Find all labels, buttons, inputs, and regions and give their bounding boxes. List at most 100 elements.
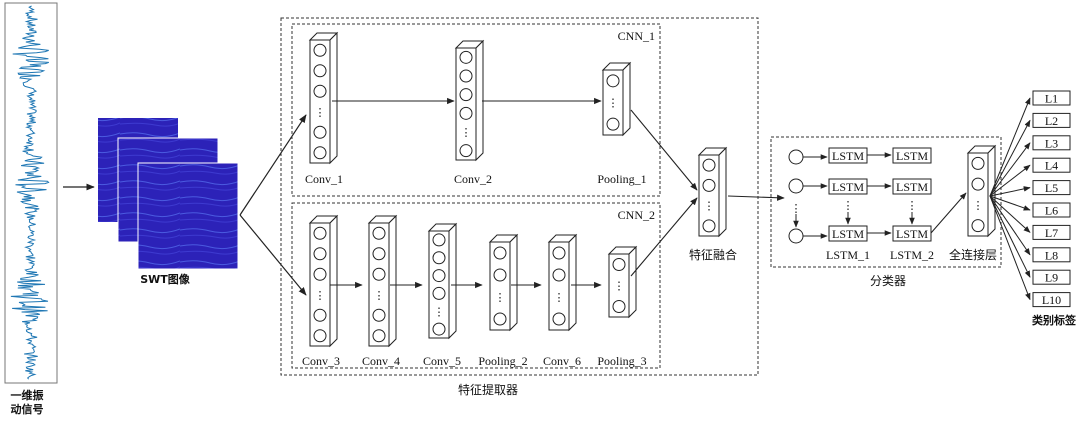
layer-block-conv4: ⋮ (367, 214, 398, 348)
neuron-node (493, 268, 507, 282)
neuron-node (702, 178, 716, 192)
arrow-fc-to-label (989, 97, 1031, 197)
cnn1-title: CNN_1 (618, 29, 655, 43)
classifier-title: 分类器 (870, 274, 906, 288)
lstm-cell-label: LSTM (896, 149, 928, 163)
fusion-label: 特征融合 (689, 247, 737, 262)
neuron-node (313, 64, 327, 78)
neuron-node (313, 247, 327, 261)
lstm2-label: LSTM_2 (890, 248, 934, 262)
swt-label: SWT图像 (140, 272, 191, 286)
arrow-fusion-to-classifier (727, 194, 785, 201)
layer-label-conv6: Conv_6 (543, 354, 581, 368)
class-label-text: L8 (1045, 248, 1058, 262)
neuron-node (552, 268, 566, 282)
class-label-text: L10 (1042, 293, 1061, 307)
arrow-swt-to-cnn1 (239, 114, 307, 216)
ellipsis-icon: ⋮ (315, 290, 326, 302)
arrow-fc-to-label (989, 195, 1031, 278)
class-label-text: L9 (1045, 271, 1058, 285)
feature-extractor-box (280, 17, 759, 376)
layer-block-conv6: ⋮ (547, 233, 578, 332)
neuron-node (971, 156, 985, 170)
ellipsis-icon: ⋮ (704, 201, 715, 213)
lstm2-cell (892, 225, 932, 242)
arrow-fc-to-label (989, 195, 1031, 256)
lstm2-cell (892, 178, 932, 195)
neuron-node (372, 329, 386, 343)
neuron-node (612, 258, 626, 271)
neuron-node (702, 219, 716, 233)
lstm-cell-label: LSTM (832, 227, 864, 241)
feature-extractor-title: 特征提取器 (458, 382, 518, 397)
layer-block-conv5: ⋮ (427, 222, 458, 340)
ellipsis-icon: ⋮ (554, 292, 565, 304)
layer-block-fusion: ⋮ (697, 146, 728, 238)
neuron-node (459, 69, 473, 83)
ellipsis-icon: ⋮ (374, 290, 385, 302)
ellipsis-icon: ⋮ (907, 200, 918, 212)
neuron-node (313, 125, 327, 139)
neuron-node (313, 146, 327, 160)
lstm1-label: LSTM_1 (826, 248, 870, 262)
lstm-cell-label: LSTM (896, 227, 928, 241)
layer-label-conv2: Conv_2 (454, 172, 492, 186)
class-label-box (1032, 157, 1071, 173)
neuron-node (432, 286, 446, 300)
neuron-node (432, 251, 446, 265)
classifier-box (770, 136, 1002, 268)
neuron-node (459, 88, 473, 102)
neuron-node (313, 308, 327, 322)
layer-label-conv3: Conv_3 (302, 354, 340, 368)
lstm-cell-label: LSTM (896, 180, 928, 194)
neuron-node (372, 226, 386, 240)
arrow-fc-to-label (989, 119, 1031, 197)
neuron-node (606, 117, 620, 131)
neuron-node (459, 106, 473, 120)
signal-label-line1: 一维振 (11, 388, 44, 402)
lstm-cell-label: LSTM (832, 180, 864, 194)
neuron-node (971, 177, 985, 191)
neuron-node (432, 269, 446, 283)
neuron-node (313, 329, 327, 343)
layer-label-pooling1: Pooling_1 (597, 172, 646, 186)
class-label-box (1032, 202, 1071, 218)
ellipsis-icon: ⋮ (608, 98, 619, 110)
neuron-node (372, 247, 386, 261)
cnn-layer-blocks: ⋮ ⋮ ⋮ ⋮ ⋮ ⋮ ⋮ ⋮ ⋮ ⋮ ⋮ (308, 31, 997, 348)
class-label-text: L6 (1045, 204, 1058, 218)
layer-block-conv2: ⋮ (454, 39, 485, 162)
neuron-node (372, 308, 386, 322)
class-label-box (1032, 180, 1071, 196)
class-label-text: L7 (1045, 226, 1058, 240)
neuron-node (971, 219, 985, 233)
class-label-text: L5 (1045, 181, 1058, 195)
class-label-box (1032, 112, 1071, 128)
cnn2-title: CNN_2 (618, 208, 655, 222)
ellipsis-icon: ⋮ (973, 200, 984, 212)
classifier-input-node (788, 228, 804, 244)
class-label-box (1032, 224, 1071, 240)
class-label-text: L3 (1045, 136, 1058, 150)
arrow-fc-to-label (989, 195, 1031, 233)
layer-label-conv5: Conv_5 (423, 354, 461, 368)
layer-label-pooling3: Pooling_3 (597, 354, 646, 368)
neuron-node (372, 267, 386, 281)
ellipsis-icon: ⋮ (461, 127, 472, 139)
neuron-node (313, 84, 327, 98)
vibration-signal-waveform (10, 5, 50, 380)
class-label-text: L2 (1045, 114, 1058, 128)
ellipsis-icon: ⋮ (434, 306, 445, 318)
neuron-node (432, 233, 446, 247)
class-label-box (1032, 269, 1071, 285)
ellipsis-icon: ⋮ (843, 200, 854, 212)
neuron-node (552, 246, 566, 260)
layer-block-fully-connected: ⋮ (966, 144, 997, 238)
arrow-fc-to-label (989, 195, 1031, 211)
ellipsis-icon: ⋮ (315, 107, 326, 119)
neuron-node (493, 246, 507, 260)
neuron-node (313, 226, 327, 240)
class-label-box (1032, 90, 1071, 106)
